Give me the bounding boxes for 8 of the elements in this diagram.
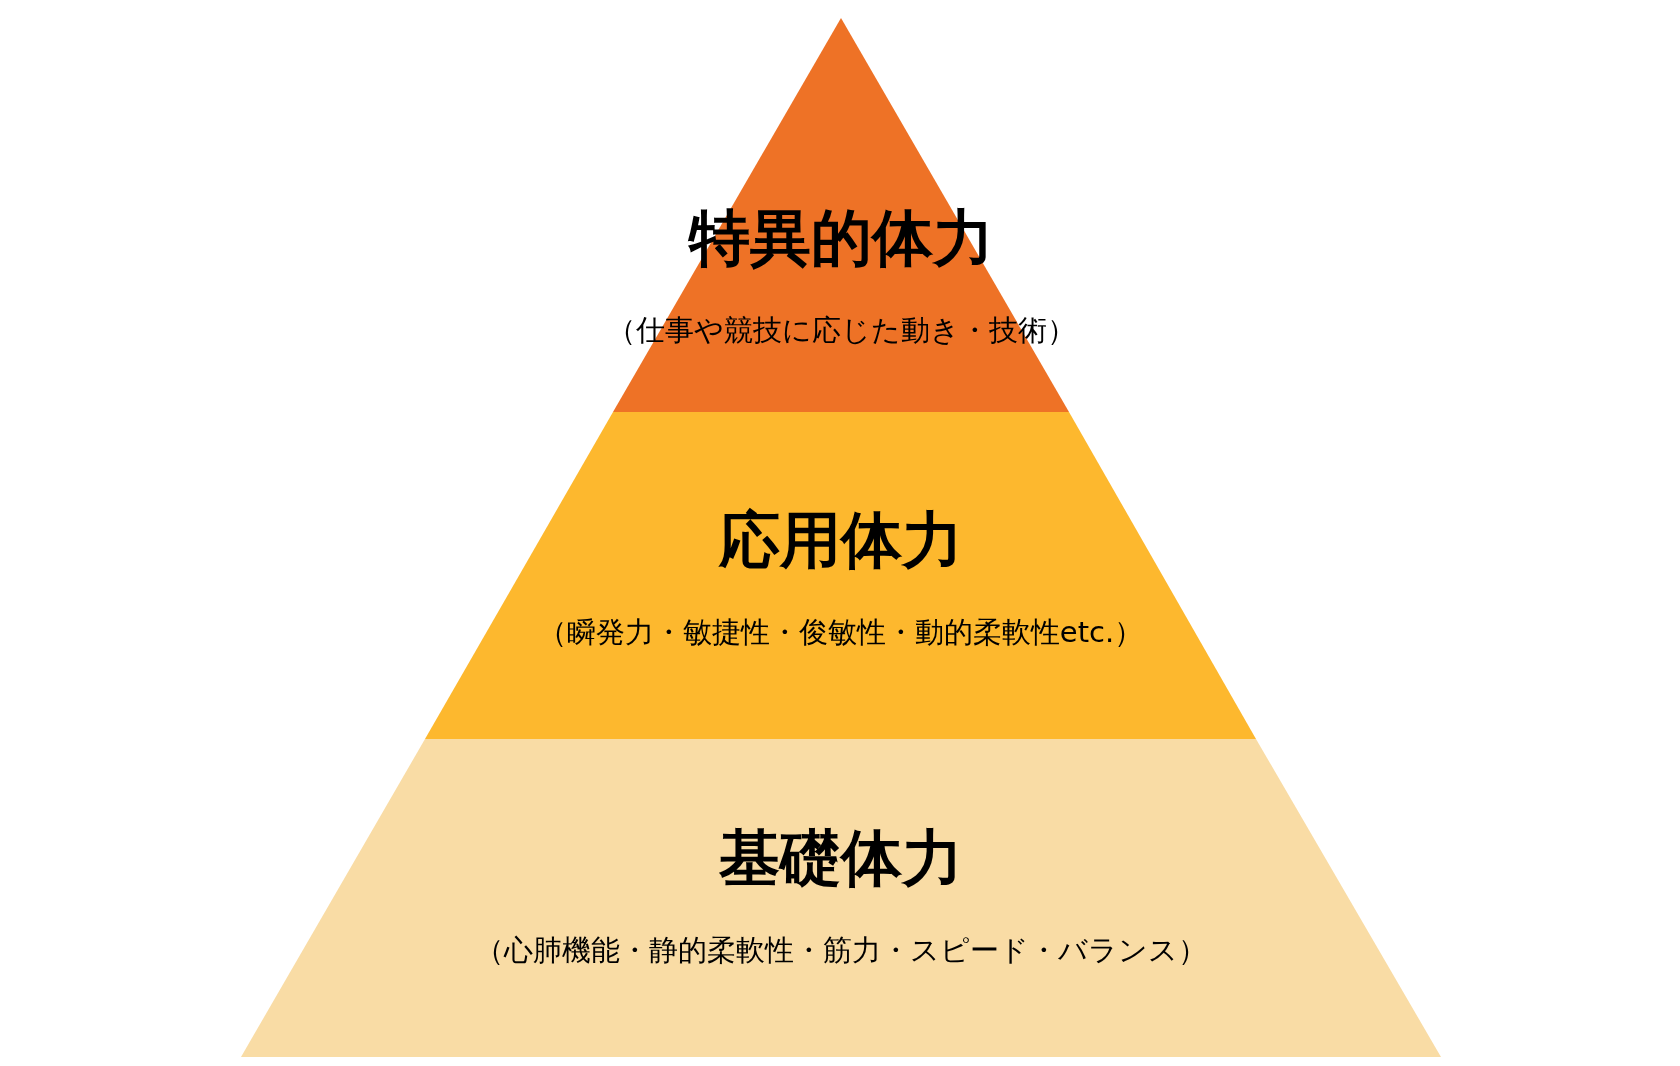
tier-title: 応用体力 (718, 503, 963, 577)
tier-description: （心肺機能・静的柔軟性・筋力・スピード・バランス） (475, 932, 1207, 968)
tier-title: 基礎体力 (719, 821, 963, 895)
tier-description: （仕事や競技に応じた動き・技術） (606, 312, 1076, 348)
tier-description: （瞬発力・敏捷性・俊敏性・動的柔軟性etc.） (537, 614, 1144, 650)
pyramid-tier (613, 18, 1069, 412)
pyramid-tier (425, 412, 1256, 739)
pyramid-tier (241, 739, 1441, 1057)
